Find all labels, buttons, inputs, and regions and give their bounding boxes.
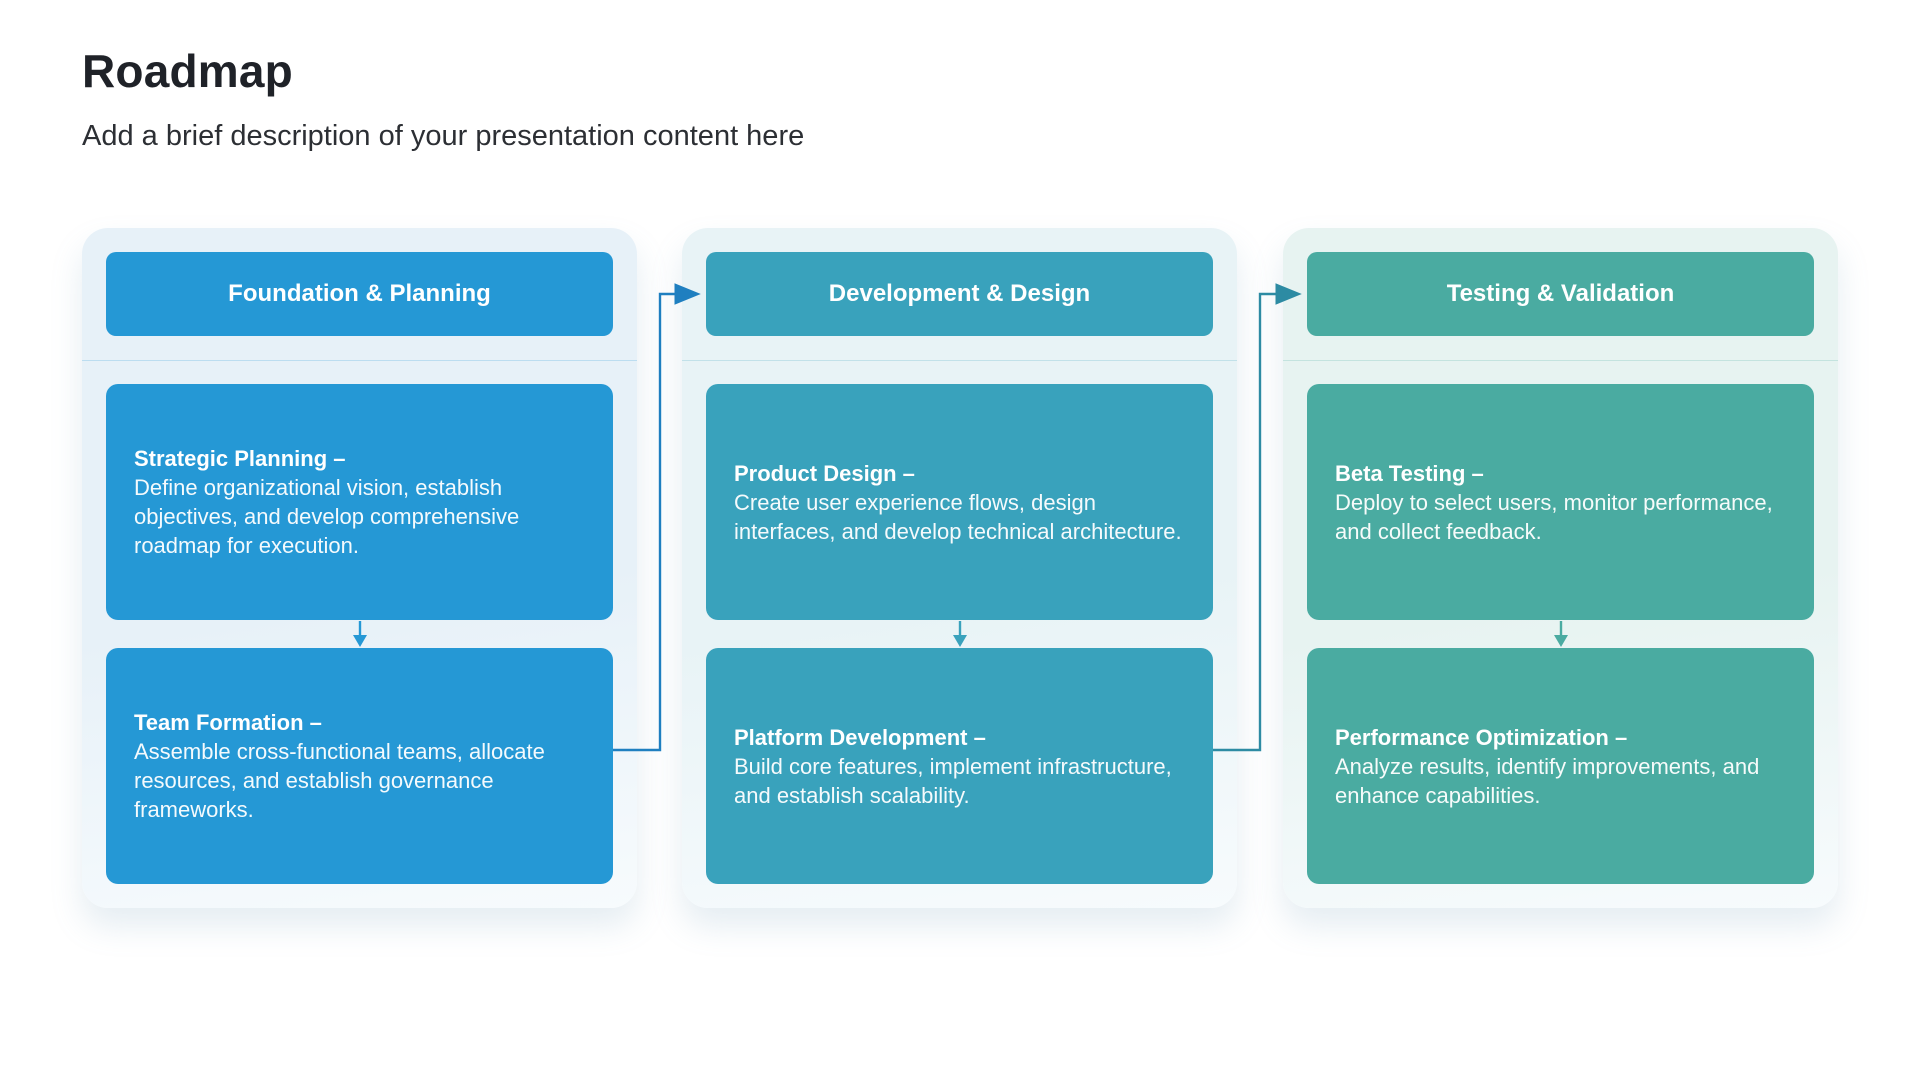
slide-header: Roadmap Add a brief description of your …	[82, 44, 804, 153]
card-body: Assemble cross-functional teams, allocat…	[134, 739, 545, 822]
column-header-testing-validation: Testing & Validation	[1307, 252, 1814, 336]
card-product-design: Product Design – Create user experience …	[706, 384, 1213, 620]
column-header-label: Foundation & Planning	[228, 280, 491, 307]
header-divider	[1283, 360, 1838, 361]
down-arrow-row	[1307, 620, 1814, 648]
card-body: Analyze results, identify improvements, …	[1335, 753, 1760, 808]
column-header-label: Development & Design	[828, 280, 1091, 307]
arrow-down-icon	[952, 620, 967, 647]
card-body: Deploy to select users, monitor performa…	[1335, 489, 1773, 544]
column-foundation-planning: Foundation & Planning Strategic Planning…	[82, 228, 637, 908]
card-title: Team Formation –	[134, 710, 322, 735]
column-testing-validation: Testing & Validation Beta Testing – Depl…	[1283, 228, 1838, 908]
card-title: Strategic Planning –	[134, 446, 346, 471]
card-title: Product Design –	[734, 460, 915, 486]
column-header-label: Testing & Validation	[1446, 280, 1675, 307]
column-header-foundation-planning: Foundation & Planning	[106, 252, 613, 336]
card-platform-development: Platform Development – Build core featur…	[706, 648, 1213, 884]
page-subtitle: Add a brief description of your presenta…	[82, 120, 805, 152]
card-body: Create user experience flows, design int…	[734, 489, 1182, 544]
card-beta-testing: Beta Testing – Deploy to select users, m…	[1307, 384, 1814, 620]
down-arrow-row	[106, 620, 613, 648]
card-title: Performance Optimization –	[1335, 724, 1628, 750]
header-divider	[82, 360, 637, 361]
card-title: Beta Testing –	[1335, 460, 1484, 486]
arrow-down-icon	[352, 620, 367, 647]
roadmap-diagram: Foundation & Planning Strategic Planning…	[0, 228, 1920, 908]
header-divider	[682, 360, 1237, 361]
card-team-formation: Team Formation – Assemble cross-function…	[106, 648, 613, 884]
arrow-down-icon	[1553, 620, 1568, 647]
down-arrow-row	[706, 620, 1213, 648]
column-header-development-design: Development & Design	[706, 252, 1213, 336]
page-title: Roadmap	[82, 45, 293, 97]
card-strategic-planning: Strategic Planning – Define organization…	[106, 384, 613, 620]
card-performance-optimization: Performance Optimization – Analyze resul…	[1307, 648, 1814, 884]
column-development-design: Development & Design Product Design – Cr…	[682, 228, 1237, 908]
card-body: Define organizational vision, establish …	[134, 475, 520, 558]
card-title: Platform Development –	[734, 724, 986, 750]
card-body: Build core features, implement infrastru…	[734, 753, 1172, 808]
